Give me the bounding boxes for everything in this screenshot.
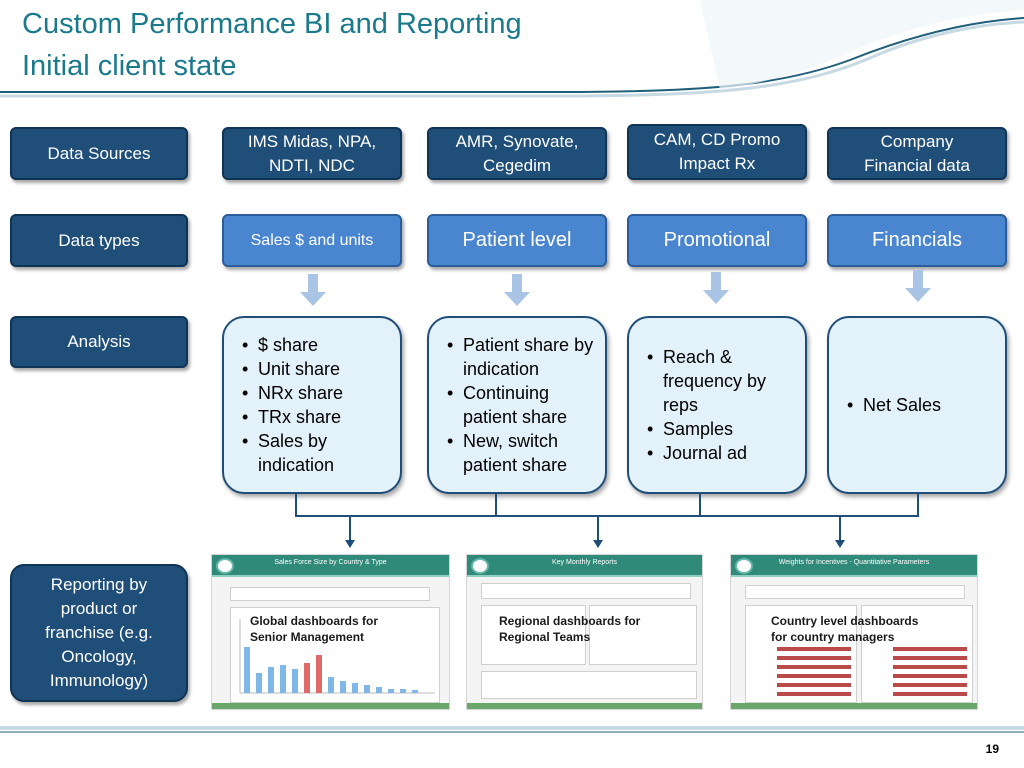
dashboard-label-line-2: Senior Management (250, 630, 365, 644)
source-ims-line-1: IMS Midas, NPA, (247, 131, 377, 151)
source-amr-line-1: AMR, Synovate, (455, 131, 579, 151)
page-number: 19 (985, 742, 999, 756)
analysis-item: Reach & frequency by reps (645, 345, 799, 417)
row-label-reporting: Reporting by product or franchise (e.g. … (10, 564, 188, 702)
dashboard-chart-decoration (239, 619, 435, 694)
dashboard-thumbnail-global: Sales Force Size by Country & Type Globa… (211, 554, 450, 710)
dashboard-label-regional: Regional dashboards for Regional Teams (499, 613, 640, 645)
analysis-item: NRx share (240, 381, 394, 405)
source-company-line-1: Company (880, 131, 954, 151)
analysis-item: TRx share (240, 405, 394, 429)
dashboard-thumbnail-regional: Key Monthly Reports Regional dashboards … (466, 554, 703, 710)
type-promotional-text: Promotional (663, 229, 771, 251)
source-amr-line-2: Cegedim (482, 155, 552, 175)
connector-lines (295, 494, 919, 548)
down-arrow-icon (703, 272, 729, 304)
source-cam-line-2: Impact Rx (678, 154, 756, 173)
analysis-item: Patient share by indication (445, 333, 599, 381)
dashboard-header-text: Key Monthly Reports (552, 559, 617, 566)
source-box-ims: IMS Midas, NPA, NDTI, NDC (222, 127, 402, 180)
row-label-data-sources-text: Data Sources (47, 143, 151, 163)
reporting-line-3: franchise (e.g. (45, 623, 153, 642)
logo-icon (735, 558, 753, 574)
analysis-item: Unit share (240, 357, 394, 381)
dashboard-label-country: Country level dashboards for country man… (771, 613, 918, 645)
type-financials-text: Financials (871, 229, 963, 251)
dashboard-chart-decoration (777, 647, 967, 696)
dashboard-table-panel (481, 671, 697, 699)
analysis-box-promotional: Reach & frequency by reps Samples Journa… (627, 316, 807, 494)
down-arrow-icon (504, 274, 530, 306)
dashboard-chart-panel (481, 605, 586, 665)
reporting-line-1: Reporting by (50, 575, 148, 594)
dashboard-filter-panel (230, 587, 430, 601)
dashboard-label-line-1: Regional dashboards for (499, 614, 641, 628)
dashboard-header-bar: Key Monthly Reports (467, 555, 702, 577)
type-box-financials: Financials (827, 214, 1007, 267)
dashboard-filter-panel (481, 583, 691, 599)
dashboard-label-line-1: Country level dashboards (771, 614, 919, 628)
down-arrow-icon (905, 270, 931, 302)
source-box-amr: AMR, Synovate, Cegedim (427, 127, 607, 180)
analysis-item: $ share (240, 333, 394, 357)
logo-icon (471, 558, 489, 574)
row-label-data-sources: Data Sources (10, 127, 188, 180)
source-company-line-2: Financial data (864, 155, 970, 175)
source-cam-line-1: CAM, CD Promo (653, 130, 781, 149)
dashboard-header-bar: Weights for Incentives - Quantitative Pa… (731, 555, 977, 577)
row-label-analysis: Analysis (10, 316, 188, 368)
dashboard-footer-bar (467, 703, 702, 709)
analysis-item: Journal ad (645, 441, 799, 465)
type-patient-text: Patient level (462, 229, 572, 251)
analysis-box-financials: Net Sales (827, 316, 1007, 494)
slide-title-line-2: Initial client state (22, 50, 237, 82)
dashboard-header-text: Sales Force Size by Country & Type (274, 559, 387, 566)
row-label-analysis-text: Analysis (67, 332, 131, 351)
down-arrow-icon (300, 274, 326, 306)
dashboard-footer-bar (212, 703, 449, 709)
analysis-item: Samples (645, 417, 799, 441)
reporting-line-5: Immunology) (49, 671, 149, 690)
analysis-item: Net Sales (845, 393, 941, 417)
dashboard-label-global: Global dashboards for Senior Management (250, 613, 378, 645)
reporting-line-2: product or (60, 599, 138, 618)
row-label-data-types-text: Data types (58, 230, 140, 250)
header-swoosh-decoration (0, 0, 1024, 98)
slide-title-line-1: Custom Performance BI and Reporting (22, 8, 522, 40)
analysis-box-patient: Patient share by indication Continuing p… (427, 316, 607, 494)
dashboard-label-line-2: Regional Teams (499, 630, 591, 644)
dashboard-header-bar: Sales Force Size by Country & Type (212, 555, 449, 577)
logo-icon (216, 558, 234, 574)
type-box-patient: Patient level (427, 214, 607, 267)
type-box-sales: Sales $ and units (222, 214, 402, 267)
dashboard-footer-bar (731, 703, 977, 709)
row-label-data-types: Data types (10, 214, 188, 267)
dashboard-label-line-1: Global dashboards for (250, 614, 379, 628)
source-ims-line-2: NDTI, NDC (269, 155, 355, 175)
analysis-item: Sales by indication (240, 429, 394, 477)
reporting-line-4: Oncology, (61, 647, 137, 666)
dashboard-thumbnail-country: Weights for Incentives - Quantitative Pa… (730, 554, 978, 710)
analysis-item: New, switch patient share (445, 429, 599, 477)
analysis-box-sales: $ share Unit share NRx share TRx share S… (222, 316, 402, 494)
footer-line-decoration (0, 726, 1024, 733)
dashboard-filter-panel (745, 585, 965, 599)
dashboard-label-line-2: for country managers (771, 630, 895, 644)
dashboard-chart-panel (230, 607, 440, 703)
type-box-promotional: Promotional (627, 214, 807, 267)
dashboard-chart-panel (589, 605, 697, 665)
analysis-item: Continuing patient share (445, 381, 599, 429)
dashboard-header-text: Weights for Incentives - Quantitative Pa… (778, 559, 930, 566)
type-sales-text: Sales $ and units (250, 231, 374, 249)
